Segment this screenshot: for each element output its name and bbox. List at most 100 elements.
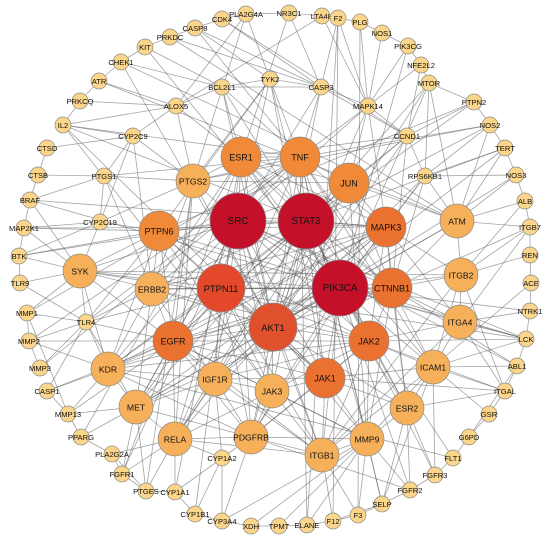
node-itga4[interactable]: ITGA4 (442, 304, 478, 340)
node-alb[interactable]: ALB (516, 192, 534, 210)
node-mmp3[interactable]: MMP3 (29, 359, 51, 377)
node-esr1[interactable]: ESR1 (220, 136, 262, 178)
node-jun[interactable]: JUN (328, 162, 370, 204)
node-ptgs1[interactable]: PTGS1 (92, 167, 117, 185)
node-nos2[interactable]: NOS2 (480, 116, 501, 134)
node-tert[interactable]: TERT (495, 139, 515, 157)
node-prkdc[interactable]: PRKDC (157, 28, 184, 46)
node-casp1[interactable]: CASP1 (35, 382, 60, 400)
node-il2[interactable]: IL2 (54, 116, 72, 134)
node-mmp9[interactable]: MMP9 (349, 421, 385, 457)
node-jak3[interactable]: JAK3 (254, 373, 290, 409)
node-cyp3a4[interactable]: CYP3A4 (207, 512, 237, 530)
node-ctnnb1[interactable]: CTNNB1 (371, 267, 413, 309)
node-g6pd[interactable]: G6PD (459, 428, 480, 446)
node-kdr[interactable]: KDR (90, 351, 126, 387)
node-casp8[interactable]: CASP8 (183, 19, 208, 37)
node-nos1[interactable]: NOS1 (372, 24, 393, 42)
node-igf1r[interactable]: IGF1R (197, 361, 233, 397)
node-syk[interactable]: SYK (62, 253, 98, 289)
node-f3[interactable]: F3 (349, 506, 367, 524)
node-egfr[interactable]: EGFR (152, 320, 194, 362)
node-nfe2l2[interactable]: NFE2L2 (407, 56, 435, 74)
node-xdh[interactable]: XDH (242, 517, 260, 535)
node-mmp1[interactable]: MMP1 (16, 304, 38, 322)
node-cyp2c19[interactable]: CYP2C19 (83, 213, 117, 231)
node-gsr[interactable]: GSR (480, 405, 498, 423)
node-tlr9[interactable]: TLR9 (11, 274, 30, 292)
node-mmp13[interactable]: MMP13 (55, 405, 81, 423)
node-esr2[interactable]: ESR2 (389, 390, 425, 426)
node-f12[interactable]: F12 (324, 512, 342, 530)
node-map2k1[interactable]: MAP2K1 (9, 219, 39, 237)
node-prkcq[interactable]: PRKCQ (66, 92, 94, 110)
node-erbb2[interactable]: ERBB2 (134, 271, 170, 307)
node-pik3ca[interactable]: PIK3CA (311, 259, 369, 317)
node-nos3[interactable]: NOS3 (506, 166, 527, 184)
node-mapk3[interactable]: MAPK3 (365, 206, 407, 248)
node-jak1[interactable]: JAK1 (304, 357, 346, 399)
node-itgb7[interactable]: ITGB7 (519, 218, 541, 236)
node-stat3[interactable]: STAT3 (277, 192, 335, 250)
node-cdk4[interactable]: CDK4 (212, 10, 232, 28)
node-pdgfrb[interactable]: PDGFRB (233, 419, 269, 455)
node-nr3c1[interactable]: NR3C1 (277, 4, 302, 22)
node-ptpn11[interactable]: PTPN11 (196, 263, 246, 313)
node-lck[interactable]: LCK (517, 330, 535, 348)
node-cyp2c9[interactable]: CYP2C9 (118, 127, 148, 145)
node-rela[interactable]: RELA (157, 421, 193, 457)
node-rps6kb1[interactable]: RPS6KB1 (408, 167, 442, 185)
node-abl1[interactable]: ABL1 (508, 357, 527, 375)
node-fgfr1[interactable]: FGFR1 (110, 465, 135, 483)
node-akt1[interactable]: AKT1 (248, 302, 298, 352)
node-ctsb[interactable]: CTSB (28, 166, 48, 184)
node-tlr4[interactable]: TLR4 (77, 313, 96, 331)
node-flt1[interactable]: FLT1 (444, 449, 462, 467)
node-bcl2l1[interactable]: BCL2L1 (208, 78, 236, 96)
node-fgfr2[interactable]: FGFR2 (398, 481, 423, 499)
node-itgal[interactable]: ITGAL (494, 382, 516, 400)
node-ntrk1[interactable]: NTRK1 (518, 302, 543, 320)
node-f2[interactable]: F2 (329, 9, 347, 27)
node-cyp1a2[interactable]: CYP1A2 (207, 449, 237, 467)
node-pla2g4a[interactable]: PLA2G4A (229, 5, 264, 23)
node-alox5[interactable]: ALOX5 (164, 97, 188, 115)
node-met[interactable]: MET (118, 389, 154, 425)
node-tpmt[interactable]: TPMT (269, 517, 290, 535)
node-icam1[interactable]: ICAM1 (415, 349, 451, 385)
node-ptges[interactable]: PTGES (133, 482, 159, 500)
node-ctsd[interactable]: CTSD (37, 139, 58, 157)
node-fgfr3[interactable]: FGFR3 (423, 466, 448, 484)
node-tnf[interactable]: TNF (279, 136, 321, 178)
node-tyk2[interactable]: TYK2 (261, 70, 280, 88)
node-ren[interactable]: REN (521, 246, 539, 264)
node-pla2g2a[interactable]: PLA2G2A (95, 445, 130, 463)
node-ccnd1[interactable]: CCND1 (394, 127, 420, 145)
node-src[interactable]: SRC (209, 192, 267, 250)
node-casp3[interactable]: CASP3 (309, 78, 334, 96)
node-pik3cg[interactable]: PIK3CG (394, 37, 422, 55)
node-selp[interactable]: SELP (372, 495, 392, 513)
node-elane[interactable]: ELANE (295, 516, 320, 534)
node-mapk14[interactable]: MAPK14 (353, 97, 383, 115)
node-plg[interactable]: PLG (351, 13, 369, 31)
node-kit[interactable]: KIT (136, 38, 154, 56)
node-ptpn6[interactable]: PTPN6 (138, 210, 180, 252)
node-cyp1a1[interactable]: CYP1A1 (160, 483, 190, 501)
node-itgb1[interactable]: ITGB1 (304, 437, 340, 473)
node-atm[interactable]: ATM (439, 203, 475, 239)
node-pparg[interactable]: PPARG (68, 428, 94, 446)
node-mmp2[interactable]: MMP2 (18, 332, 40, 350)
node-ptgs2[interactable]: PTGS2 (175, 163, 211, 199)
node-itgb2[interactable]: ITGB2 (443, 257, 479, 293)
node-jak2[interactable]: JAK2 (348, 320, 390, 362)
node-ptpn2[interactable]: PTPN2 (462, 93, 486, 111)
node-atr[interactable]: ATR (90, 72, 108, 90)
node-cyp1b1[interactable]: CYP1B1 (180, 505, 210, 523)
node-lta4h[interactable]: LTA4H (311, 7, 334, 25)
node-braf[interactable]: BRAF (20, 191, 41, 209)
node-btk[interactable]: BTK (10, 247, 28, 265)
node-chek1[interactable]: CHEK1 (108, 53, 134, 71)
node-ace[interactable]: ACE (522, 274, 540, 292)
node-mtor[interactable]: MTOR (418, 74, 441, 92)
